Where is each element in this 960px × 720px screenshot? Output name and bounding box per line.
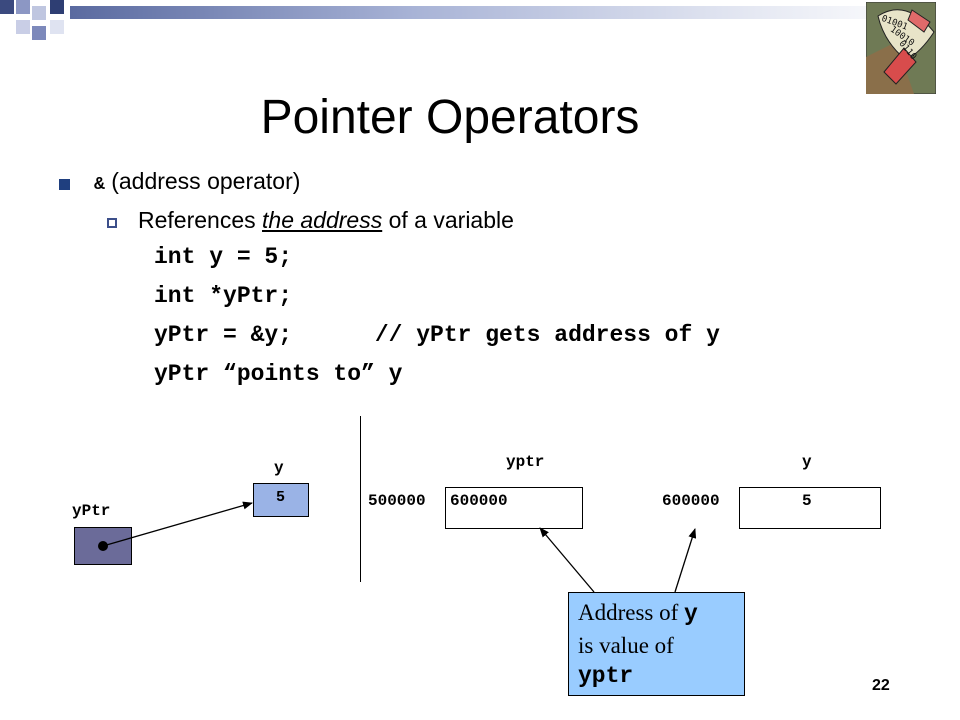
right-yptr-label: yptr [506, 453, 545, 471]
sub-bullet-references: References the address of a variable [138, 206, 514, 234]
slide-title: Pointer Operators [260, 91, 640, 144]
decor-square [50, 20, 64, 34]
sub-bullet-emphasis: the address [262, 207, 383, 233]
callout-arrow-to-y-address [674, 528, 697, 593]
sub-bullet-post: of a variable [382, 207, 514, 233]
decor-square [16, 20, 30, 34]
sub-bullet-square-icon [107, 218, 117, 228]
pointer-arrow [102, 501, 253, 547]
ampersand-symbol: & [94, 175, 105, 195]
bullet-text: (address operator) [104, 168, 301, 194]
yptr-address: 500000 [368, 492, 426, 510]
code-line: yPtr = &y; // yPtr gets address of y [154, 322, 720, 348]
header-bar [70, 6, 930, 19]
code-line: int y = 5; [154, 244, 293, 270]
diagram-divider [360, 416, 361, 582]
bullet-square-icon [59, 179, 70, 190]
decor-square [32, 6, 46, 20]
callout-var-y: y [684, 601, 698, 627]
decor-square [32, 26, 46, 40]
code-line: int *yPtr; [154, 283, 293, 309]
yptr-memory-box: 600000 [445, 487, 583, 529]
callout-line-1: Address of y [578, 597, 744, 630]
decor-square [16, 0, 30, 14]
decor-square [50, 0, 64, 14]
left-y-value: 5 [276, 489, 286, 506]
slide-number: 22 [872, 677, 890, 694]
callout-text: Address of [578, 600, 685, 625]
callout-box: Address of y is value of yptr [568, 592, 745, 696]
sub-bullet-pre: References [138, 207, 263, 233]
binary-handshake-clipart-icon: 01001 10010 0110 [865, 1, 937, 95]
callout-line-2: is value of [578, 633, 674, 658]
y-memory-box: 5 [739, 487, 881, 529]
callout-var-yptr: yptr [578, 663, 634, 689]
left-y-label: y [274, 459, 284, 477]
code-line: yPtr “points to” y [154, 361, 403, 387]
y-address: 600000 [662, 492, 720, 510]
left-yptr-label: yPtr [72, 502, 111, 520]
yptr-value: 600000 [450, 492, 508, 510]
left-y-box: 5 [253, 483, 309, 517]
bullet-address-operator: & (address operator) [94, 167, 300, 199]
decor-square [0, 0, 14, 14]
callout-arrow-to-yptr [539, 527, 595, 593]
y-value: 5 [802, 492, 812, 510]
right-y-label: y [802, 453, 812, 471]
